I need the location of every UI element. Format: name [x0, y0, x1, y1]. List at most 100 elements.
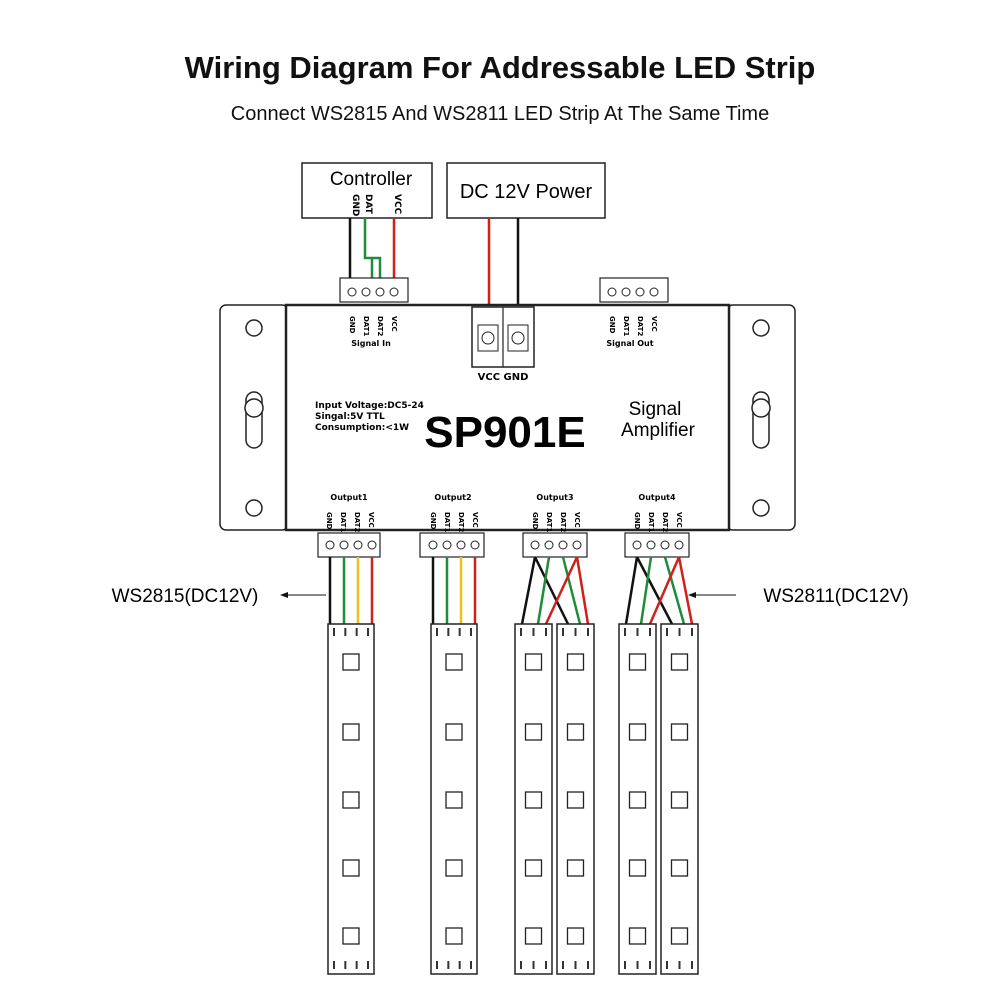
svg-text:DAT1: DAT1: [339, 512, 347, 532]
solder-pad: [355, 628, 358, 636]
led-chip: [445, 927, 463, 945]
solder-pad: [574, 961, 577, 969]
signal-out-connector: GND DAT1 DAT2 VCC Signal Out: [599, 277, 669, 348]
led-chip: [628, 927, 647, 945]
solder-pad: [436, 961, 438, 969]
led-chip: [342, 927, 360, 945]
device-model: SP901E: [424, 408, 585, 457]
led-chip: [628, 653, 647, 671]
signal-in-pin-dat2: DAT2: [376, 316, 384, 336]
ws2815-arrow: [280, 592, 326, 598]
led-chip: [670, 927, 689, 945]
device-specs: Input Voltage:DC5-24 Singal:5V TTL Consu…: [315, 401, 424, 433]
right-screw-hole-top: [752, 319, 770, 337]
spec-input-voltage: Input Voltage:DC5-24: [315, 401, 424, 411]
solder-pad: [545, 961, 547, 969]
solder-pad: [458, 628, 461, 636]
svg-text:DAT1: DAT1: [647, 512, 655, 532]
led-chip: [670, 723, 689, 741]
solder-pad: [691, 961, 693, 969]
led-chip: [670, 791, 689, 809]
output-port-4: Output4 GND DAT1 DAT2 VCC: [624, 493, 690, 558]
left-screw-hole-bottom: [245, 499, 263, 517]
power-label: DC 12V Power: [460, 181, 593, 203]
controller-pin-vcc: VCC: [392, 194, 402, 215]
svg-text:GND: GND: [325, 512, 333, 530]
signal-in-pin-vcc: VCC: [390, 316, 398, 332]
led-chip: [628, 859, 647, 877]
solder-pad: [691, 628, 693, 636]
led-chip: [445, 791, 463, 809]
led-chip: [566, 723, 585, 741]
ws2811-strip-4: [660, 623, 699, 975]
spec-signal: Singal:5V TTL: [315, 412, 385, 422]
output4-label: Output4: [638, 493, 676, 502]
svg-text:DAT1: DAT1: [443, 512, 451, 532]
solder-pad: [344, 628, 347, 636]
signal-out-pin-dat2: DAT2: [636, 316, 644, 336]
solder-pad: [624, 628, 626, 636]
power-terminal-label: VCC GND: [478, 372, 529, 383]
signal-out-pin-vcc: VCC: [650, 316, 658, 332]
solder-pad: [458, 961, 461, 969]
svg-text:GND: GND: [531, 512, 539, 530]
ws2811-arrow: [688, 592, 736, 598]
solder-pad: [532, 961, 535, 969]
solder-pad: [333, 961, 335, 969]
right-screw-hole-bottom: [752, 499, 770, 517]
led-chip: [670, 653, 689, 671]
solder-pad: [587, 628, 589, 636]
solder-pad: [666, 961, 668, 969]
svg-text:VCC: VCC: [471, 512, 479, 528]
signal-out-label: Signal Out: [606, 339, 653, 348]
controller-label: Controller: [330, 169, 413, 190]
power-box: DC 12V Power: [446, 162, 606, 219]
solder-pad: [470, 628, 472, 636]
output-wires: [328, 556, 694, 632]
controller-box: Controller GND DAT VCC: [301, 162, 433, 219]
svg-text:GND: GND: [633, 512, 641, 530]
led-chip: [342, 723, 360, 741]
led-chip: [566, 927, 585, 945]
solder-pad: [649, 628, 651, 636]
ws2815-label: WS2815(DC12V): [112, 586, 259, 607]
svg-text:DAT2: DAT2: [353, 512, 361, 532]
led-chip: [628, 723, 647, 741]
solder-pad: [636, 628, 639, 636]
output1-label: Output1: [330, 493, 368, 502]
signal-out-pin-dat1: DAT1: [622, 316, 630, 336]
solder-pad: [636, 961, 639, 969]
solder-pad: [666, 628, 668, 636]
solder-pad: [333, 628, 335, 636]
signal-in-pin-dat1: DAT1: [362, 316, 370, 336]
signal-out-pin-gnd: GND: [608, 316, 616, 334]
solder-pad: [545, 628, 547, 636]
svg-text:VCC: VCC: [367, 512, 375, 528]
solder-pad: [355, 961, 358, 969]
led-chip: [524, 859, 543, 877]
signal-in-label: Signal In: [351, 339, 391, 348]
solder-pad: [562, 628, 564, 636]
solder-pad: [447, 961, 450, 969]
solder-pad: [520, 628, 522, 636]
ws2815-strip-1: [327, 623, 375, 975]
output2-label: Output2: [434, 493, 471, 502]
solder-pad: [678, 961, 681, 969]
solder-pad: [367, 961, 369, 969]
led-chip: [628, 791, 647, 809]
svg-text:GND: GND: [429, 512, 437, 530]
signal-in-pin-gnd: GND: [348, 316, 356, 334]
output-port-1: Output1 GND DAT1 DAT2 VCC: [317, 493, 381, 558]
svg-text:VCC: VCC: [675, 512, 683, 528]
led-strips: [327, 623, 699, 975]
device-name-line2: Amplifier: [621, 420, 696, 441]
led-chip: [445, 859, 463, 877]
svg-text:DAT2: DAT2: [457, 512, 465, 532]
svg-text:DAT1: DAT1: [545, 512, 553, 532]
solder-pad: [447, 628, 450, 636]
solder-pad: [649, 961, 651, 969]
led-chip: [524, 927, 543, 945]
solder-pad: [436, 628, 438, 636]
led-chip: [524, 723, 543, 741]
led-chip: [566, 859, 585, 877]
